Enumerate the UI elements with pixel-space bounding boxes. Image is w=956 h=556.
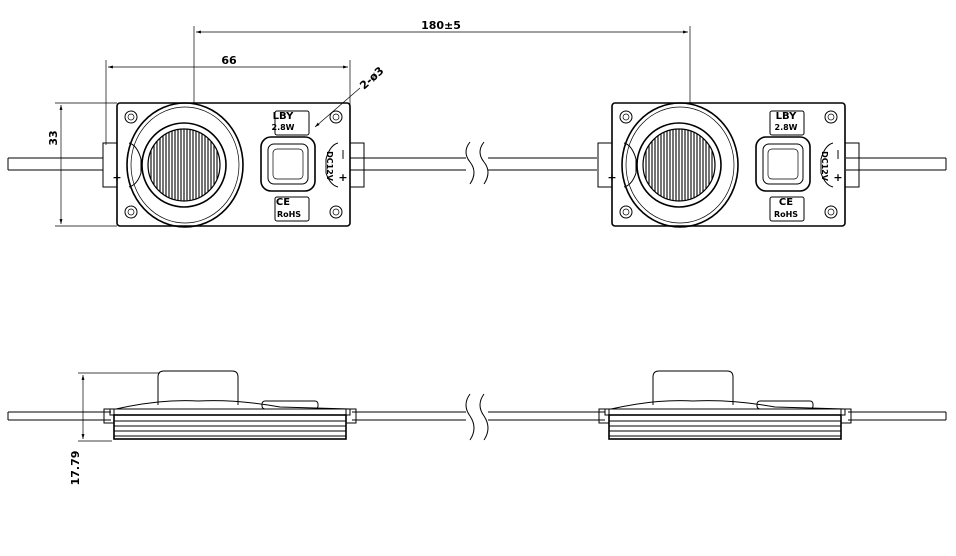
module-label-left: LBY 2.8W CE RoHS DC12V + + | |	[112, 111, 347, 219]
side-wire	[7, 411, 947, 421]
ce-label: CE	[779, 197, 793, 208]
ce-label: CE	[276, 197, 290, 208]
dimension-side-height: 17.79	[69, 372, 160, 486]
voltage-label: DC12V	[325, 151, 334, 182]
rohs-label: RoHS	[774, 210, 798, 219]
led-module-side-right	[598, 370, 852, 440]
minus-label: |	[115, 150, 118, 160]
width-value: 66	[221, 54, 237, 67]
dimension-width: 66	[105, 54, 351, 145]
brand-label: LBY	[273, 111, 294, 122]
hole-value: 2-ø3	[357, 64, 386, 92]
pitch-value: 180±5	[421, 19, 461, 32]
led-module-top-right	[597, 102, 860, 228]
plus-label: +	[112, 171, 121, 184]
voltage-label: DC12V	[820, 151, 829, 182]
led-module-side-left	[103, 370, 357, 440]
dimension-height: 33	[47, 102, 117, 227]
double-s-break-icon	[465, 393, 489, 441]
led-module-top-left	[102, 102, 365, 228]
minus-label-right: |	[341, 150, 344, 160]
minus-label-right: |	[836, 150, 839, 160]
height-value: 33	[47, 130, 60, 145]
top-wire	[7, 157, 947, 171]
minus-label: |	[610, 150, 613, 160]
dimension-pitch: 180±5	[193, 19, 691, 103]
side-height-value: 17.79	[69, 451, 82, 486]
plus-label-right: +	[833, 171, 842, 184]
double-s-break-icon	[465, 141, 489, 185]
rohs-label: RoHS	[277, 210, 301, 219]
plus-label: +	[607, 171, 616, 184]
power-label: 2.8W	[775, 123, 798, 132]
module-label-right: LBY 2.8W CE RoHS DC12V + + | |	[607, 111, 842, 219]
plus-label-right: +	[338, 171, 347, 184]
power-label: 2.8W	[272, 123, 295, 132]
brand-label: LBY	[776, 111, 797, 122]
